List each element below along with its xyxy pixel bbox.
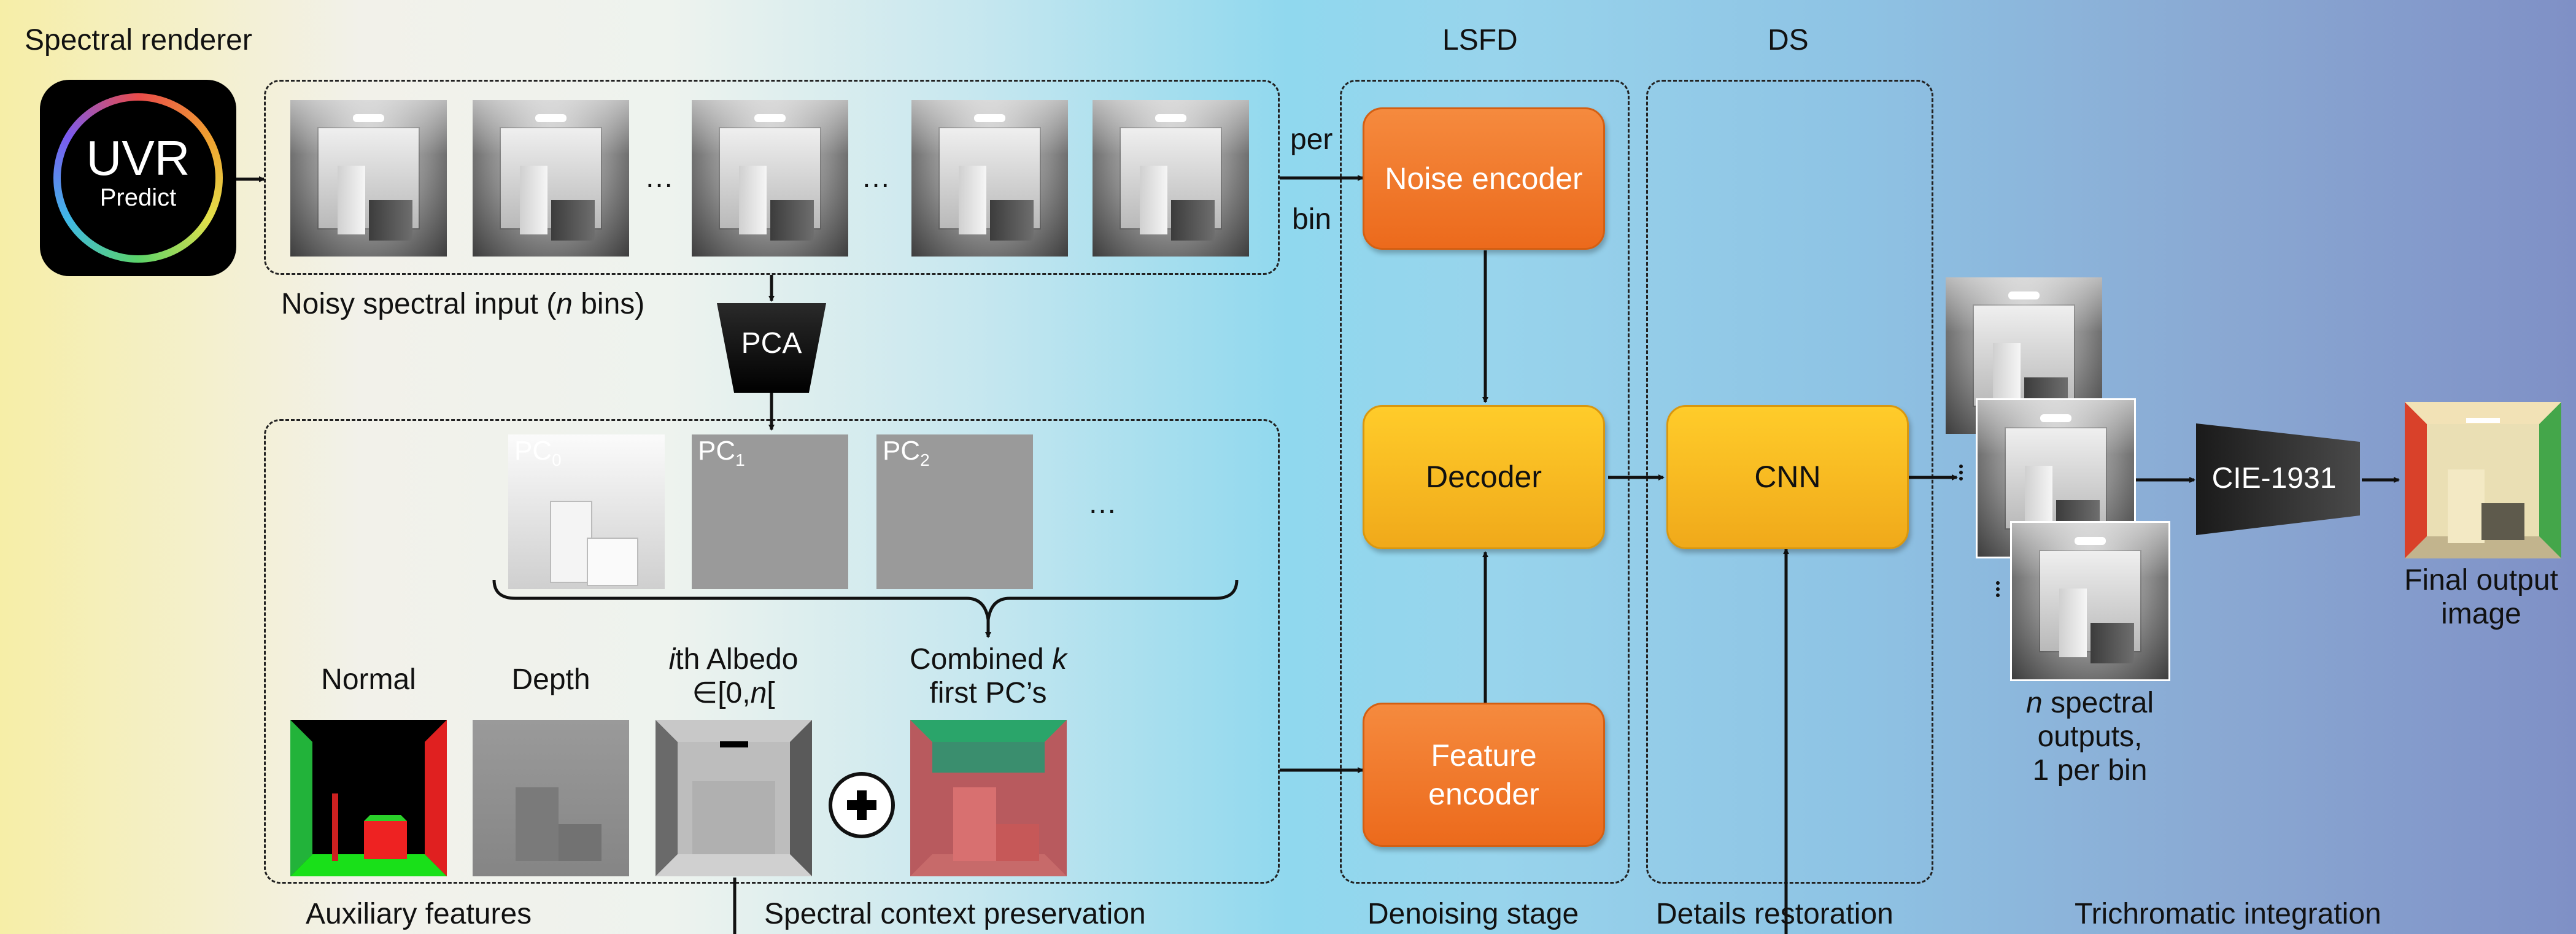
spectral-renderer-title: Spectral renderer — [25, 24, 252, 56]
noise-encoder-box: Noise encoder — [1363, 107, 1605, 250]
pca-shape — [717, 303, 826, 393]
spectral-context-caption: Spectral context preservation — [764, 898, 1146, 930]
output-dots-icon — [1959, 465, 2000, 597]
spectral-output-thumb-3 — [2012, 523, 2168, 679]
trichromatic-integration-caption: Trichromatic integration — [2075, 898, 2381, 930]
bin-label: bin — [1292, 203, 1332, 236]
ds-title: DS — [1768, 24, 1809, 56]
ds-group — [1646, 80, 1933, 884]
noisy-bin-thumb-4 — [911, 100, 1068, 257]
albedo-thumb — [656, 720, 812, 876]
cnn-box: CNN — [1666, 405, 1909, 549]
input-ellipsis-1: … — [644, 161, 674, 194]
albedo-label: ith Albedo ∈[0,n[ — [668, 643, 799, 710]
combined-pcs-label: Combined k first PC’s — [909, 643, 1067, 710]
decoder-box: Decoder — [1363, 405, 1605, 549]
combined-pcs-thumb — [910, 720, 1067, 876]
per-label: per — [1290, 123, 1333, 156]
pca-label: PCA — [741, 327, 802, 360]
depth-map-thumb — [473, 720, 629, 876]
pc1-thumb: PC1 — [692, 434, 848, 589]
auxiliary-features-caption: Auxiliary features — [306, 898, 532, 930]
logo-text-predict: Predict — [99, 184, 177, 211]
noisy-bin-thumb-1 — [290, 100, 447, 257]
spectral-outputs-caption: n spectral outputs, 1 per bin — [2025, 687, 2154, 787]
cie-label: CIE-1931 — [2211, 462, 2337, 495]
noisy-bin-thumb-5 — [1093, 100, 1249, 257]
logo-text-uvr: UVR — [86, 131, 190, 185]
pc-ellipsis: … — [1088, 487, 1117, 520]
lsfd-group — [1340, 80, 1630, 884]
noisy-bin-thumb-3 — [692, 100, 848, 257]
plus-icon: + — [829, 772, 895, 838]
details-restoration-caption: Details restoration — [1656, 898, 1893, 930]
pc-brace — [492, 579, 1239, 620]
cie-shape — [2196, 423, 2360, 535]
lsfd-title: LSFD — [1442, 24, 1518, 56]
uvr-predict-logo: UVR Predict — [40, 80, 236, 276]
final-output-thumb — [2405, 402, 2561, 558]
noisy-input-caption: Noisy spectral input (n bins) — [281, 288, 645, 320]
noisy-bin-thumb-2 — [473, 100, 629, 257]
pc0-thumb: PC0 — [508, 434, 665, 589]
final-output-caption: Final output image — [2404, 564, 2558, 631]
denoising-stage-caption: Denoising stage — [1367, 898, 1579, 930]
normal-map-thumb — [290, 720, 447, 876]
depth-label: Depth — [511, 663, 590, 696]
normal-label: Normal — [321, 663, 416, 696]
input-ellipsis-2: … — [861, 161, 891, 194]
pc2-thumb: PC2 — [876, 434, 1033, 589]
